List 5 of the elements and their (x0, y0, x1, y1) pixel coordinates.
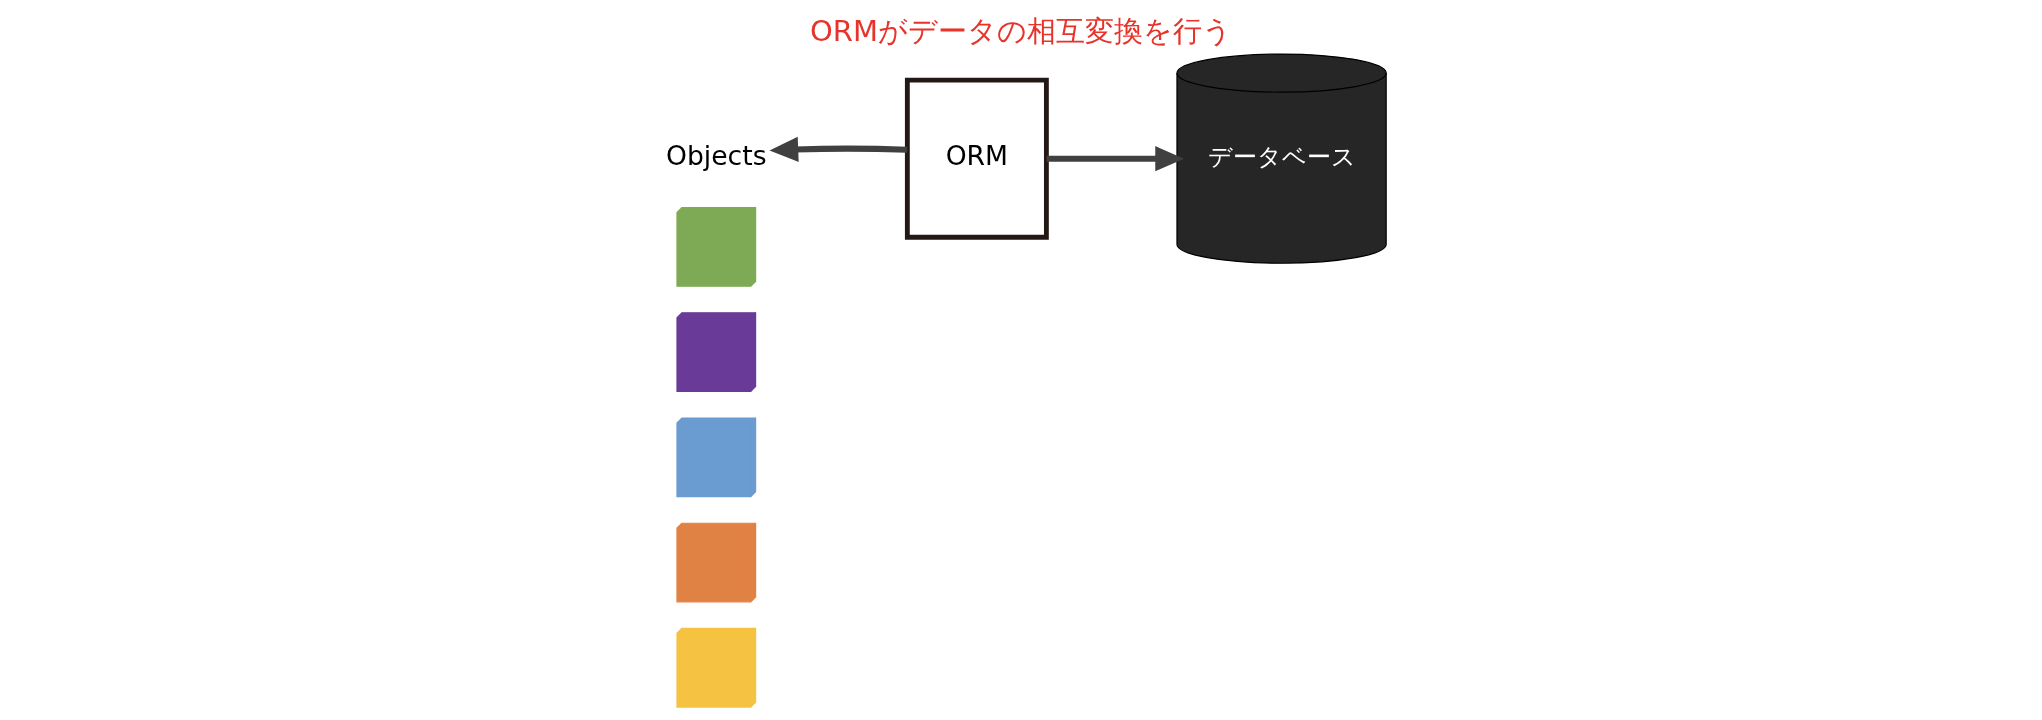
arrow (1046, 146, 1184, 172)
diagram-title: ORMがデータの相互変換を行う (810, 14, 1232, 49)
node-text: Objects (666, 140, 767, 172)
arrow (769, 136, 908, 162)
node-box: ORM (904, 77, 1049, 240)
